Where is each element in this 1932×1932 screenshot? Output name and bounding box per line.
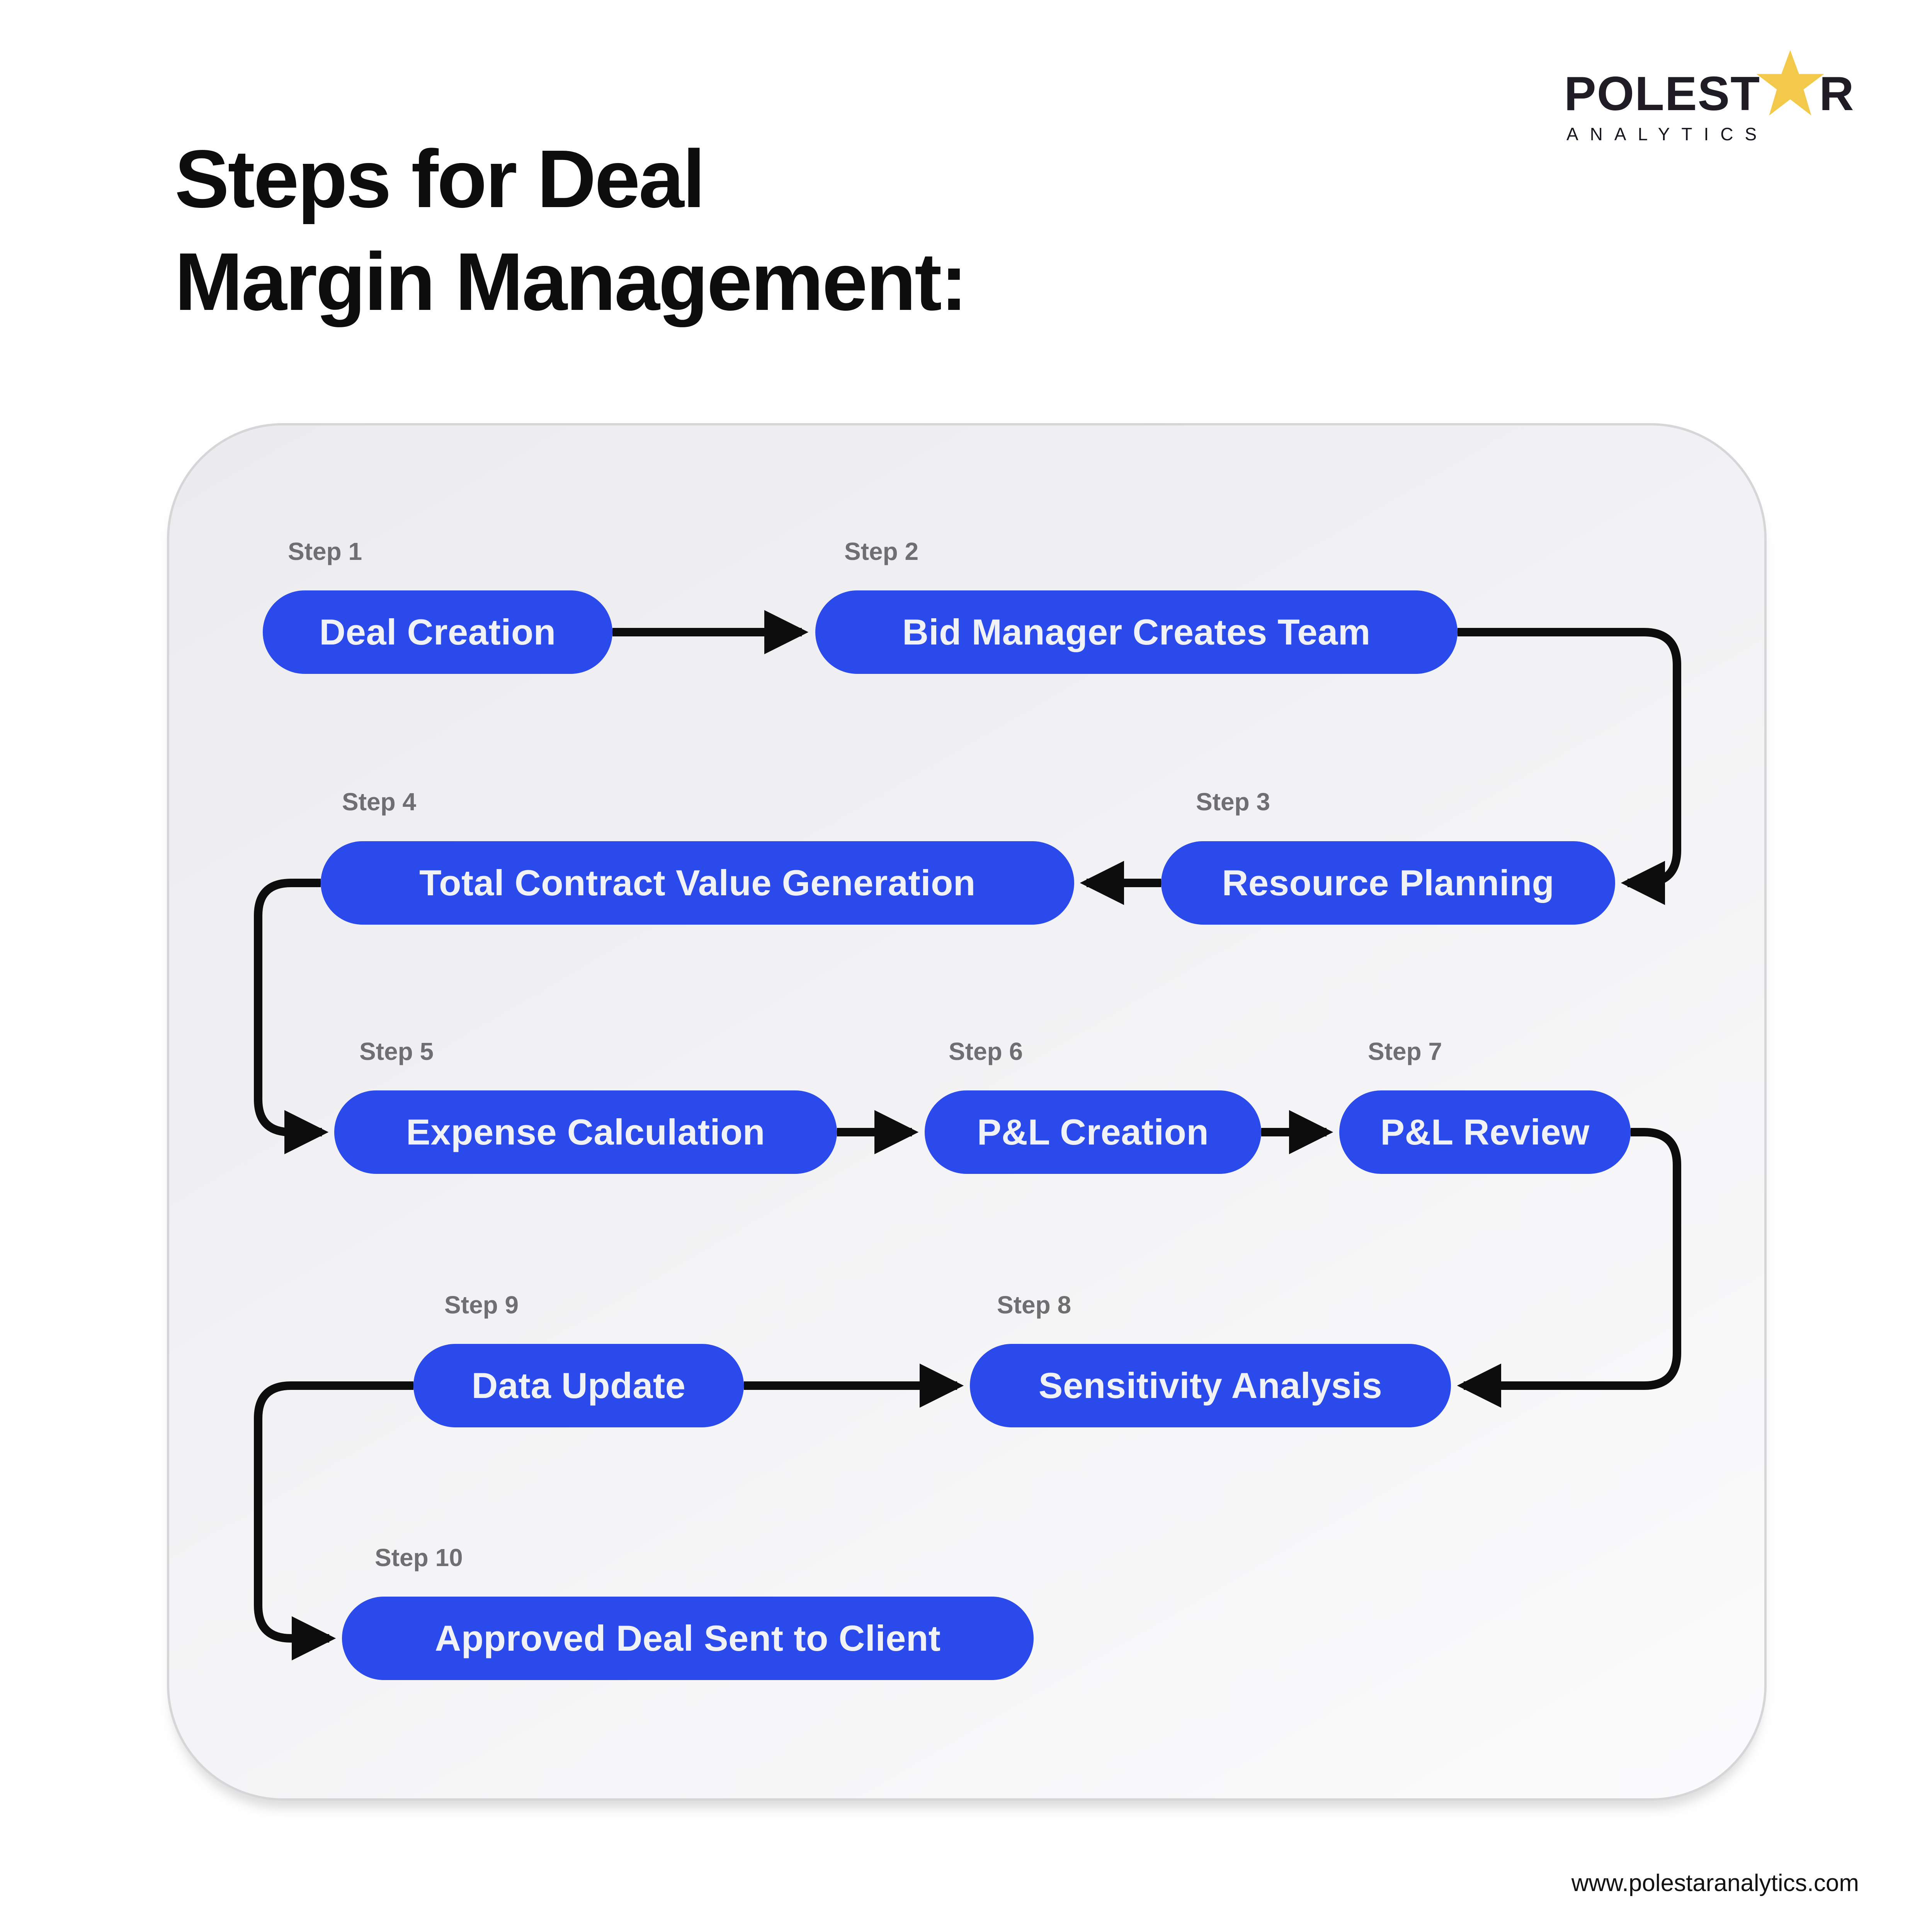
step-label-10: Step 10: [375, 1544, 463, 1571]
wordmark-right: R: [1819, 67, 1855, 121]
website-url: www.polestaranalytics.com: [1571, 1870, 1859, 1896]
step-label-1: Step 1: [288, 537, 362, 565]
step-label-9: Step 9: [444, 1291, 519, 1319]
polestar-logo: POLEST R ANALYTICS: [1564, 50, 1873, 145]
step-box-deal-creation: Deal Creation: [263, 590, 612, 674]
step-box-resource-planning: Resource Planning: [1161, 841, 1615, 925]
step-label-6: Step 6: [949, 1037, 1023, 1065]
step-label-7: Step 7: [1368, 1037, 1442, 1065]
step-box-bid-manager-creates-team: Bid Manager Creates Team: [815, 590, 1458, 674]
step-box-data-update: Data Update: [413, 1344, 744, 1427]
step-label-2: Step 2: [844, 537, 919, 565]
step-label-8: Step 8: [997, 1291, 1071, 1319]
step-box-pl-review: P&L Review: [1339, 1090, 1631, 1174]
step-box-expense-calculation: Expense Calculation: [334, 1090, 837, 1174]
step-box-sensitivity-analysis: Sensitivity Analysis: [970, 1344, 1451, 1427]
step-box-approved-deal-sent: Approved Deal Sent to Client: [342, 1597, 1034, 1680]
star-icon: [1756, 50, 1824, 116]
logo-subtext: ANALYTICS: [1566, 124, 1769, 144]
step-label-4: Step 4: [342, 788, 417, 816]
wordmark-left: POLEST: [1564, 67, 1761, 121]
polestar-wordmark: POLEST R: [1564, 50, 1873, 123]
page-title-line2: Margin Management:: [175, 236, 968, 327]
step-label-5: Step 5: [359, 1037, 434, 1065]
step-box-pl-creation: P&L Creation: [925, 1090, 1261, 1174]
step-label-3: Step 3: [1196, 788, 1270, 816]
step-box-total-contract-value: Total Contract Value Generation: [321, 841, 1074, 925]
page-title: Steps for Deal Margin Management:: [175, 128, 968, 333]
page-title-line1: Steps for Deal: [175, 133, 706, 224]
